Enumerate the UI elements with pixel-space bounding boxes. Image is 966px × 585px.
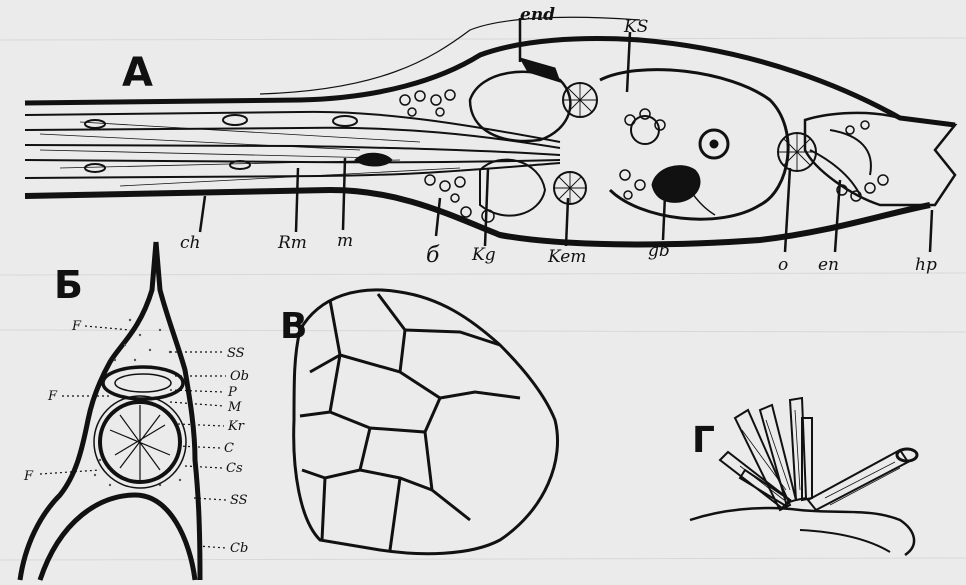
panel-label-a: А xyxy=(122,50,153,96)
endoderm-mark xyxy=(520,58,560,82)
label-kg: Kg xyxy=(471,245,496,265)
label-c: C xyxy=(224,441,234,456)
label-en: en xyxy=(818,255,839,275)
label-f1: F xyxy=(71,319,82,334)
label-ks: KS xyxy=(623,17,648,37)
label-kem: Kem xyxy=(547,247,586,267)
label-rm: Rm xyxy=(277,233,307,253)
label-ss1: SS xyxy=(227,346,245,361)
panel-label-g: Г xyxy=(692,420,715,461)
panel-g-drawing xyxy=(690,398,917,555)
label-p: P xyxy=(227,385,237,400)
label-o: o xyxy=(778,255,788,275)
label-ch: ch xyxy=(180,233,200,253)
label-hp: hp xyxy=(915,255,937,275)
label-cs: Cs xyxy=(226,461,243,476)
panel-b-drawing xyxy=(20,242,226,580)
gb-body xyxy=(652,166,700,203)
label-kr: Kr xyxy=(227,419,245,434)
panel-label-b: Б xyxy=(54,263,83,307)
panel-v-drawing xyxy=(294,290,558,554)
label-end: end xyxy=(520,5,555,25)
label-m: m xyxy=(337,231,353,251)
panel-a-drawing xyxy=(25,17,955,252)
label-ss2: SS xyxy=(230,493,248,508)
label-cb: Cb xyxy=(230,541,248,556)
label-f3: F xyxy=(23,469,34,484)
leader-lines-a xyxy=(200,18,932,252)
panel-a-label-group: end KS ch Rm m б Kg Kem gb o en hp xyxy=(180,5,937,275)
label-ob: Ob xyxy=(230,369,249,384)
body-outline xyxy=(25,39,955,125)
label-f2: F xyxy=(47,389,58,404)
label-gb: gb xyxy=(648,241,670,261)
body-outline-lower xyxy=(25,190,930,244)
label-mm: M xyxy=(227,400,242,415)
label-b: б xyxy=(426,243,440,268)
